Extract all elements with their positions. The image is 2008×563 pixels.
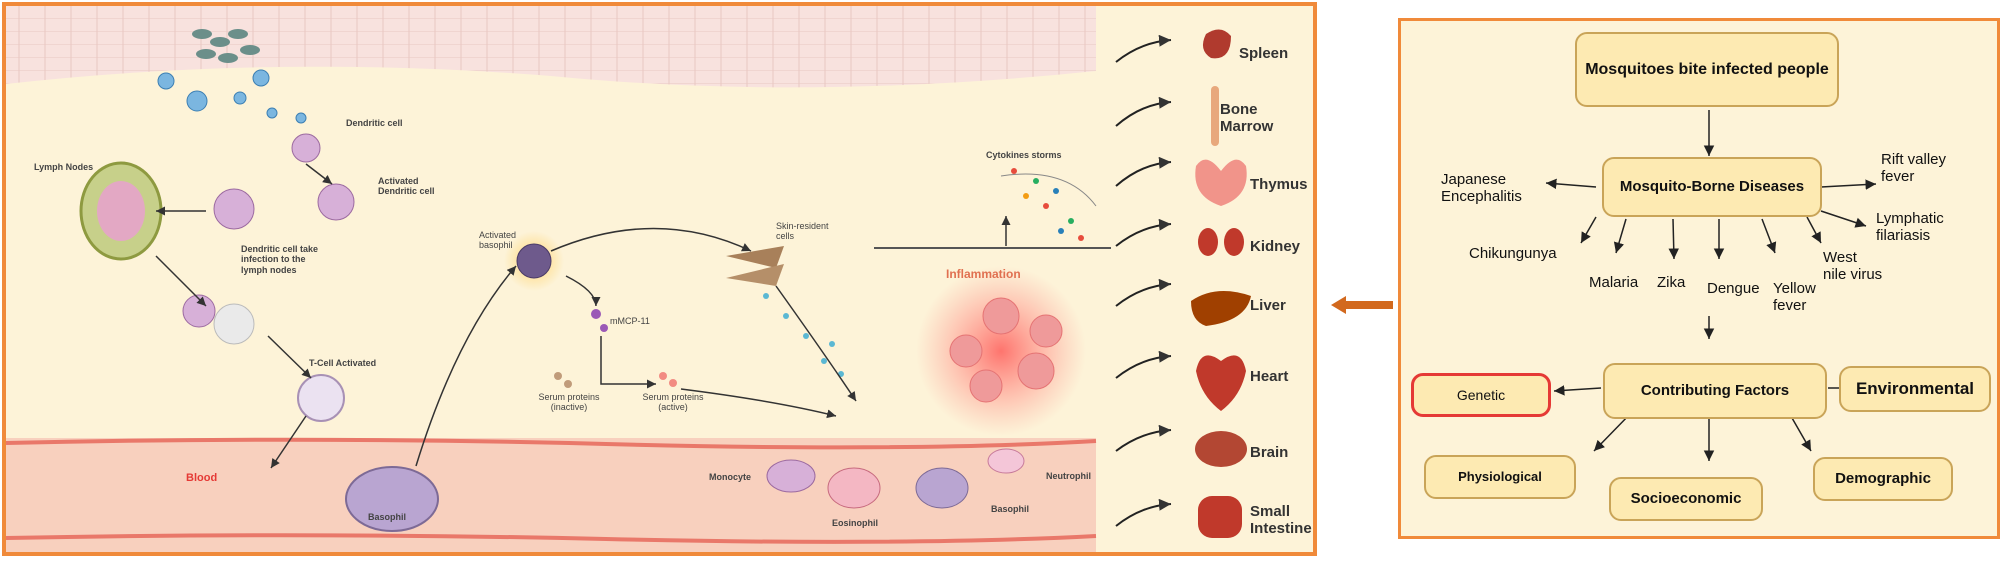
organ-label-bone-marrow: Bone Marrow bbox=[1220, 101, 1274, 135]
liver-icon bbox=[1191, 291, 1251, 326]
heart-icon bbox=[1196, 355, 1246, 411]
activated-basophil-label: Activated basophil bbox=[479, 230, 517, 251]
skin-resident-label: Skin-resident cells bbox=[776, 221, 829, 242]
inflammation-label: Inflammation bbox=[946, 267, 1021, 281]
activated-dendritic-cell-label: Activated Dendritic cell bbox=[378, 176, 435, 197]
t-cells bbox=[182, 294, 345, 422]
organ-label-spleen: Spleen bbox=[1239, 45, 1289, 62]
left-arrow-icon bbox=[1331, 296, 1393, 314]
organ-label-thymus: Thymus bbox=[1250, 176, 1308, 193]
flowchart-panel: Mosquitoes bite infected people Mosquito… bbox=[1398, 18, 2000, 539]
disease-malaria: Malaria bbox=[1589, 274, 1639, 291]
basophil-vessel-cell bbox=[915, 467, 969, 509]
spleen-icon bbox=[1202, 29, 1231, 59]
monocyte-cell bbox=[766, 459, 816, 493]
organ-icons bbox=[1191, 29, 1251, 538]
disease-dengue: Dengue bbox=[1707, 280, 1760, 297]
mosquito-cluster bbox=[192, 29, 260, 63]
disease-west-nile: West nile virus bbox=[1823, 249, 1883, 284]
thymus-icon bbox=[1195, 159, 1247, 206]
organ-label-liver: Liver bbox=[1250, 297, 1286, 314]
factor-physiological: Physiological bbox=[1424, 455, 1576, 499]
blood-label: Blood bbox=[186, 472, 218, 484]
cytokines-storms-label: Cytokines storms bbox=[986, 150, 1062, 160]
immune-illustration bbox=[6, 6, 1251, 552]
eosinophil-label: Eosinophil bbox=[832, 518, 878, 528]
inflammation-zone bbox=[916, 266, 1086, 436]
organ-label-small-intestine: Small Intestine bbox=[1250, 503, 1312, 537]
lymph-node bbox=[79, 161, 163, 261]
dendritic-take-infection-label: Dendritic cell take infection to the lym… bbox=[241, 244, 319, 275]
cytokine-storm bbox=[1000, 168, 1097, 241]
neutrophil-cell bbox=[987, 448, 1025, 474]
organ-label-kidney: Kidney bbox=[1250, 238, 1301, 255]
disease-zika: Zika bbox=[1657, 274, 1686, 291]
disease-lymphatic: Lymphatic filariasis bbox=[1876, 210, 1944, 245]
organ-label-heart: Heart bbox=[1250, 368, 1289, 385]
basophil-vessel-label: Basophil bbox=[991, 504, 1030, 514]
blood-cells bbox=[766, 448, 1025, 509]
eosinophil-cell bbox=[827, 467, 881, 509]
kidney-icon bbox=[1198, 228, 1244, 256]
disease-japanese: Japanese Encephalitis bbox=[1441, 171, 1522, 206]
activated-basophil-cell bbox=[516, 243, 552, 279]
bone-marrow-icon bbox=[1211, 86, 1219, 146]
factor-genetic: Genetic bbox=[1411, 373, 1551, 417]
basophil-blood-label: Basophil bbox=[368, 512, 407, 522]
monocyte-label: Monocyte bbox=[709, 472, 752, 482]
disease-yellow-fever: Yellow fever bbox=[1773, 280, 1816, 315]
serum-inactive-label: Serum proteins (inactive) bbox=[538, 392, 600, 413]
virus-particles bbox=[157, 69, 307, 124]
t-cell-activated-label: T-Cell Activated bbox=[309, 358, 377, 368]
factor-socioeconomic: Socioeconomic bbox=[1609, 477, 1763, 521]
neutrophil-label: Neutrophil bbox=[1046, 471, 1091, 481]
dendritic-cell-label: Dendritic cell bbox=[346, 118, 403, 128]
disease-rift-valley: Rift valley fever bbox=[1881, 151, 1947, 186]
brain-icon bbox=[1195, 431, 1247, 467]
factor-demographic: Demographic bbox=[1813, 457, 1953, 501]
mmcp11-label: mMCP-11 bbox=[610, 316, 650, 326]
dendritic-cell bbox=[213, 133, 355, 230]
disease-chikungunya: Chikungunya bbox=[1469, 245, 1557, 262]
immune-response-panel: Dendritic cell Activated Dendritic cell … bbox=[2, 2, 1317, 556]
basophil-blood-cell bbox=[345, 466, 439, 532]
mosquito-borne-diseases-box: Mosquito-Borne Diseases bbox=[1602, 157, 1822, 217]
mosquitoes-bite-box: Mosquitoes bite infected people bbox=[1575, 32, 1839, 107]
blood-vessel bbox=[6, 438, 1096, 552]
factor-environmental: Environmental bbox=[1839, 366, 1991, 412]
skin-resident-cell bbox=[726, 246, 784, 268]
small-intestine-icon bbox=[1198, 496, 1242, 538]
lymph-nodes-label: Lymph Nodes bbox=[34, 162, 94, 172]
contributing-factors-box: Contributing Factors bbox=[1603, 363, 1827, 419]
serum-active-label: Serum proteins (active) bbox=[642, 392, 704, 413]
flowchart-arrows bbox=[1545, 110, 1877, 461]
skin-layer bbox=[6, 6, 1096, 88]
organ-label-brain: Brain bbox=[1250, 444, 1289, 461]
